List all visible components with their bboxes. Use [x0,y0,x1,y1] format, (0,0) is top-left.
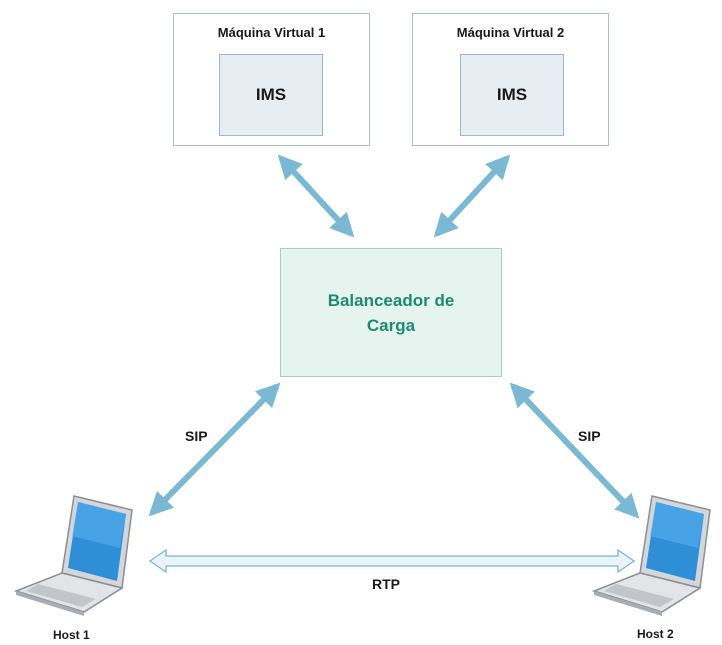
virtual-machine-1: Máquina Virtual 1 IMS [173,13,370,146]
arrow-rtp [148,548,636,574]
host-1-label: Host 1 [53,628,90,642]
load-balancer: Balanceador de Carga [280,248,502,377]
arrow-sip-left [148,382,281,517]
virtual-machine-2-title: Máquina Virtual 2 [456,25,565,40]
virtual-machine-1-title: Máquina Virtual 1 [217,25,326,40]
sip-label-left: SIP [185,428,208,444]
arrow-sip-right [509,382,640,519]
ims-box-2: IMS [460,54,564,136]
laptop-icon [591,495,711,616]
sip-label-right: SIP [578,428,601,444]
arrow-vm1-lb [277,154,355,238]
virtual-machine-2: Máquina Virtual 2 IMS [412,13,609,146]
ims-box-1: IMS [219,54,323,136]
arrow-vm2-lb [433,154,511,238]
rtp-label: RTP [372,576,400,592]
load-balancer-label: Balanceador de Carga [327,290,455,335]
host-2-label: Host 2 [637,627,674,641]
laptop-icon [13,495,133,616]
